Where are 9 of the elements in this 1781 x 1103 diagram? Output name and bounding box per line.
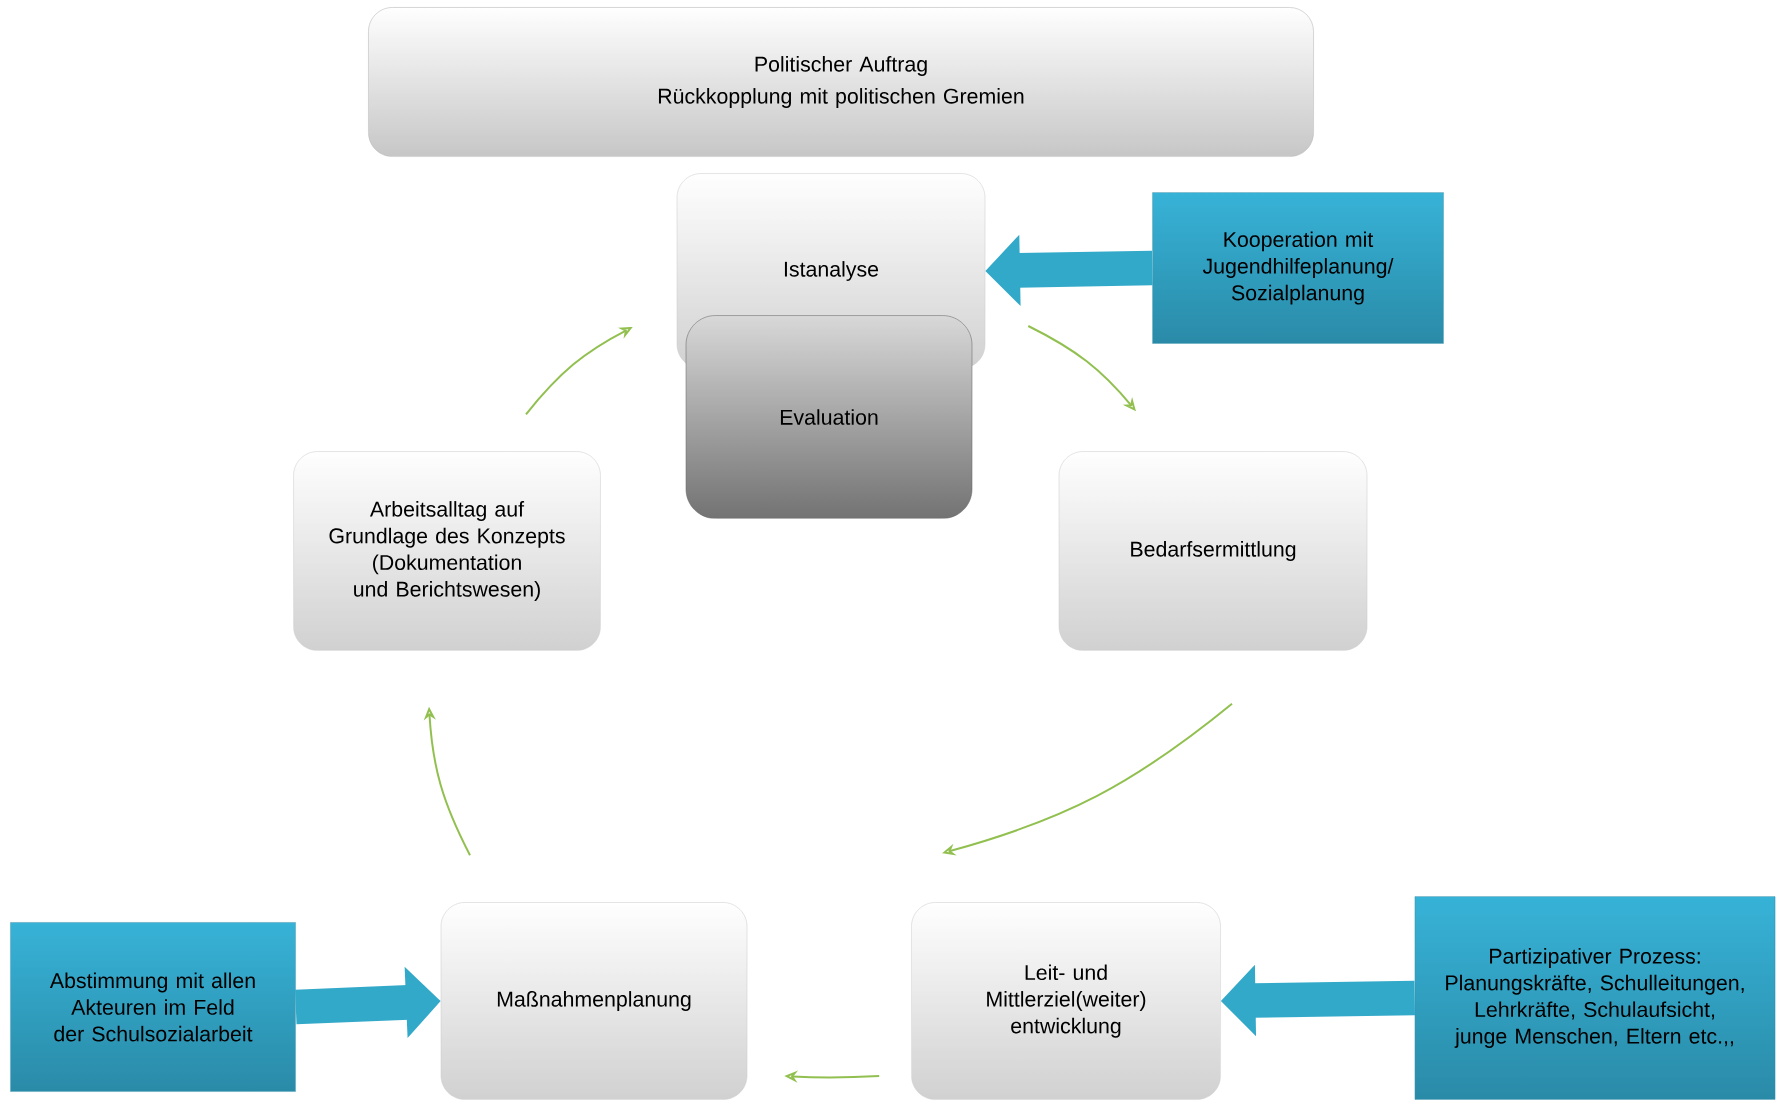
banner-box: Politischer Auftrag Rückkopplung mit politischen Gremien <box>368 7 1314 157</box>
rounded-box: Evaluation <box>685 315 973 519</box>
info-box: Kooperation mit Jugendhilfeplanung/ Sozialplanung <box>1152 192 1444 344</box>
rounded-box: Leit- und Mittlerziel(weiter) entwicklung <box>911 902 1221 1100</box>
rounded-box: Maßnahmenplanung <box>440 902 748 1100</box>
rounded-box: Arbeitsalltag auf Grundlage des Konzepts (Dokumentation und Berichtswesen) <box>293 451 601 651</box>
info-box: Partizipativer Prozess: Planungskräfte, Schulleitungen, Lehrkräfte, Schulaufsicht, junge Menschen, Eltern etc.,, <box>1414 896 1776 1100</box>
rounded-box: Bedarfsermittlung <box>1058 451 1368 651</box>
info-box: Abstimmung mit allen Akteuren im Feld der Schulsozialarbeit <box>10 922 296 1092</box>
